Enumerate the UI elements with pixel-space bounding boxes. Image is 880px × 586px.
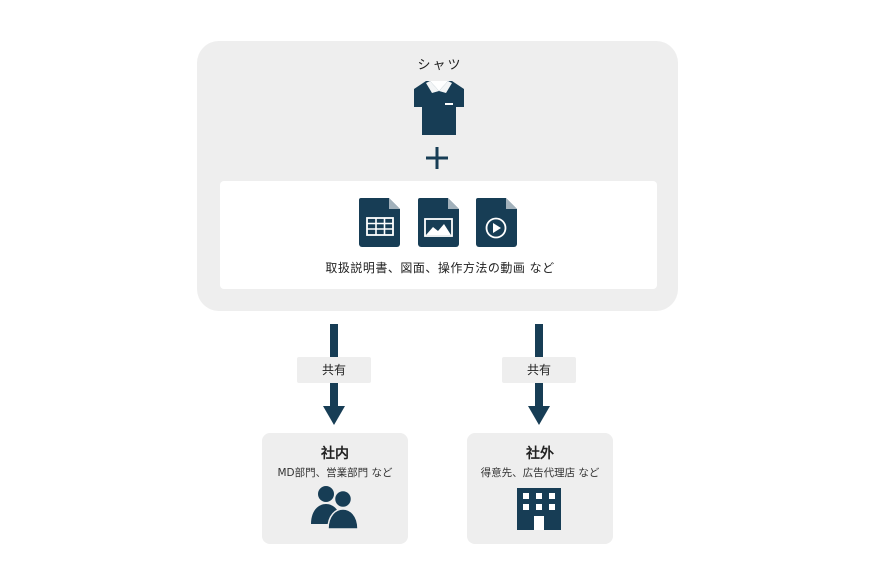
internal-title: 社内 <box>321 446 349 462</box>
external-card: 社外 得意先、広告代理店 など <box>467 433 613 544</box>
people-icon <box>311 486 359 530</box>
product-label: シャツ <box>417 58 463 73</box>
external-title: 社外 <box>526 446 554 462</box>
plus-icon <box>426 147 448 169</box>
spreadsheet-document-icon <box>359 198 400 247</box>
share-badge-external: 共有 <box>502 357 576 383</box>
shirt-icon <box>414 81 464 135</box>
documents-caption: 取扱説明書、図面、操作方法の動画 など <box>325 261 555 275</box>
image-document-icon <box>418 198 459 247</box>
share-badge-internal: 共有 <box>297 357 371 383</box>
internal-card: 社内 MD部門、営業部門 など <box>262 433 408 544</box>
building-icon <box>517 488 561 530</box>
video-document-icon <box>476 198 517 247</box>
external-subtitle: 得意先、広告代理店 など <box>480 467 600 479</box>
internal-subtitle: MD部門、営業部門 など <box>277 467 393 479</box>
